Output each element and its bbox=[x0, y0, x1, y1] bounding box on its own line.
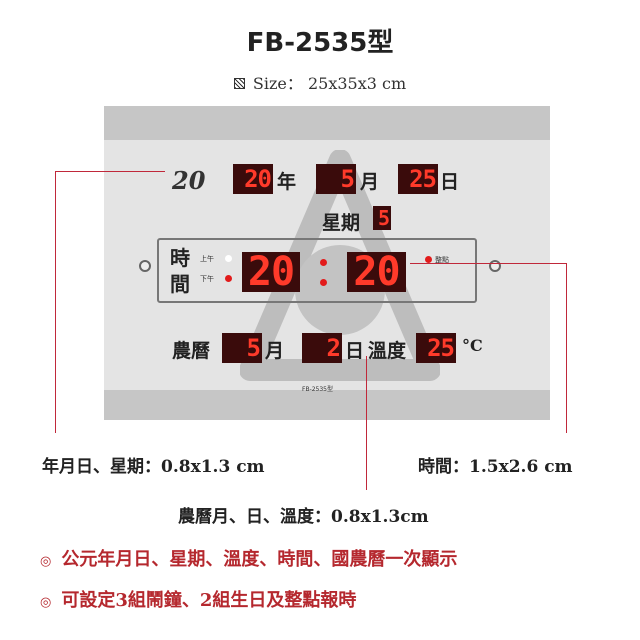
year-display: 20 bbox=[233, 164, 273, 194]
lunar-month-unit: 月 bbox=[265, 340, 285, 362]
year-unit: 年 bbox=[277, 171, 297, 193]
callout-line-date bbox=[55, 171, 165, 172]
lunar-spec: 農曆月、日、溫度：0.8x1.3cm bbox=[178, 507, 429, 527]
minute-display: 20 bbox=[347, 252, 406, 292]
pm-label: 下午 bbox=[200, 275, 214, 283]
lunar-day-display: 2 bbox=[302, 333, 342, 363]
lunar-month-display: 5 bbox=[222, 333, 262, 363]
am-label: 上午 bbox=[200, 255, 214, 263]
feature-text: 公元年月日、星期、溫度、時間、國農曆一次顯示 bbox=[61, 549, 458, 570]
chime-label: 整點 bbox=[435, 256, 449, 264]
year-prefix: 20 bbox=[172, 166, 206, 195]
month-display: 5 bbox=[316, 164, 356, 194]
day-display: 25 bbox=[398, 164, 438, 194]
lunar-day-unit: 日 bbox=[345, 340, 365, 362]
top-band bbox=[104, 106, 550, 140]
time-spec: 時間：1.5x2.6 cm bbox=[418, 457, 573, 477]
size-label: Size： bbox=[252, 74, 303, 93]
am-indicator bbox=[225, 255, 232, 262]
callout-line-time-v bbox=[566, 263, 567, 433]
colon-dot-bottom bbox=[320, 279, 327, 286]
temp-unit: °C bbox=[462, 336, 483, 355]
chime-indicator bbox=[425, 256, 432, 263]
day-unit: 日 bbox=[440, 171, 460, 193]
pm-indicator bbox=[225, 275, 232, 282]
hour-display: 20 bbox=[242, 252, 300, 292]
model-label: FB-2535型 bbox=[302, 386, 334, 393]
time-frame bbox=[157, 238, 477, 303]
lunar-label: 農曆 bbox=[172, 340, 211, 362]
feature-text: 可設定3組鬧鐘、2組生日及整點報時 bbox=[61, 590, 357, 611]
time-label-2: 間 bbox=[170, 272, 190, 296]
month-unit: 月 bbox=[360, 171, 380, 193]
callout-line-time bbox=[410, 263, 567, 264]
weekday-display: 5 bbox=[373, 206, 391, 230]
ruler-icon bbox=[233, 78, 245, 89]
bottom-band bbox=[104, 390, 550, 420]
callout-line-lunar bbox=[366, 356, 367, 490]
feature-item: ◎ 可設定3組鬧鐘、2組生日及整點報時 bbox=[40, 586, 356, 612]
bullet-icon: ◎ bbox=[40, 595, 52, 610]
size-line: Size： 25x35x3 cm bbox=[0, 70, 640, 94]
mount-hole-right-icon bbox=[489, 260, 501, 272]
temp-display: 25 bbox=[416, 333, 456, 363]
weekday-label: 星期 bbox=[322, 212, 361, 234]
colon-dot-top bbox=[320, 259, 327, 266]
time-label-1: 時 bbox=[170, 246, 190, 270]
product-title: FB-2535型 bbox=[246, 28, 394, 58]
mount-hole-left-icon bbox=[139, 260, 151, 272]
callout-line-date-v bbox=[55, 171, 56, 433]
feature-item: ◎ 公元年月日、星期、溫度、時間、國農曆一次顯示 bbox=[40, 545, 457, 571]
bullet-icon: ◎ bbox=[40, 554, 52, 569]
size-value: 25x35x3 cm bbox=[307, 74, 407, 93]
date-spec: 年月日、星期：0.8x1.3 cm bbox=[42, 457, 265, 477]
temp-label: 溫度 bbox=[368, 340, 407, 362]
